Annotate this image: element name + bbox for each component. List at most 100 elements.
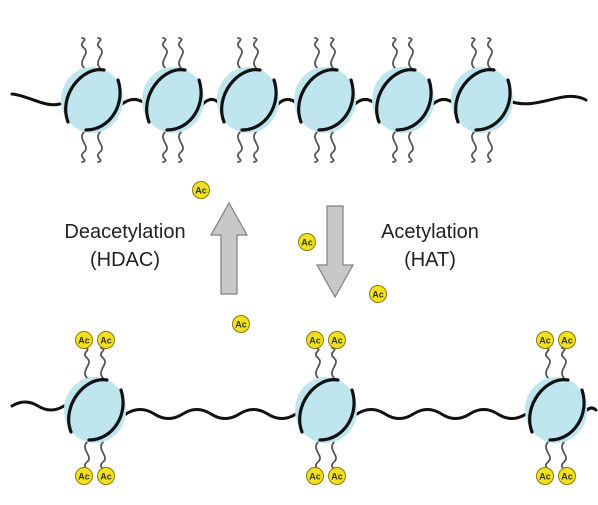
dna-wrap bbox=[165, 78, 203, 132]
acetyl-label: Ac bbox=[100, 471, 112, 481]
dna-wrap bbox=[375, 68, 417, 124]
histone-tail bbox=[313, 131, 320, 163]
deacetylation-enzyme: (HDAC) bbox=[90, 249, 160, 271]
histone-tail bbox=[391, 37, 398, 69]
histone-core bbox=[64, 377, 126, 443]
deacetylation-title: Deacetylation bbox=[64, 221, 186, 243]
histone-core bbox=[61, 67, 123, 133]
acetyl-label: Ac bbox=[561, 471, 573, 481]
histone-tail bbox=[407, 131, 414, 163]
acetyl-group: Ac bbox=[369, 285, 387, 303]
acetyl-label: Ac bbox=[331, 335, 343, 345]
histone-core bbox=[142, 67, 204, 133]
histone-tail bbox=[252, 131, 259, 163]
acetyl-group: Ac bbox=[328, 467, 346, 485]
dna-wrap bbox=[474, 78, 512, 132]
acetyl-circle bbox=[328, 331, 346, 349]
linker-dna bbox=[10, 400, 598, 420]
deacetylation-arrow bbox=[209, 201, 249, 295]
histone-tail bbox=[252, 37, 259, 69]
histone-core bbox=[372, 67, 434, 133]
nucleosome bbox=[64, 377, 126, 443]
acetyl-circle bbox=[369, 285, 387, 303]
acetyl-label: Ac bbox=[195, 185, 207, 195]
acetyl-group: Ac bbox=[306, 467, 324, 485]
histone-core bbox=[217, 67, 279, 133]
acetyl-circle bbox=[558, 331, 576, 349]
histone-core bbox=[525, 377, 587, 443]
dna-wrap bbox=[528, 378, 570, 434]
histone-tail bbox=[236, 37, 243, 69]
acetyl-group: Ac bbox=[192, 181, 210, 199]
histone-tail bbox=[329, 131, 336, 163]
acetyl-circle bbox=[97, 467, 115, 485]
dna-wrap bbox=[548, 388, 586, 442]
acetyl-circle bbox=[192, 181, 210, 199]
dna-wrap bbox=[87, 388, 125, 442]
histone-tail bbox=[80, 37, 87, 69]
histone-tail bbox=[313, 37, 320, 69]
acetyl-group: Ac bbox=[328, 331, 346, 349]
histone-tail bbox=[236, 131, 243, 163]
acetyl-group: Ac bbox=[536, 331, 554, 349]
histone-tail bbox=[486, 131, 493, 163]
nucleosome bbox=[61, 67, 123, 133]
acetyl-label: Ac bbox=[301, 237, 313, 247]
acetyl-circle bbox=[298, 233, 316, 251]
acetyl-label: Ac bbox=[235, 319, 247, 329]
dna-wrap bbox=[454, 68, 496, 124]
dna-wrap bbox=[240, 78, 278, 132]
linker-dna bbox=[10, 92, 588, 107]
dna-wrap bbox=[318, 388, 356, 442]
acetyl-group: Ac bbox=[75, 467, 93, 485]
acetyl-label: Ac bbox=[539, 335, 551, 345]
histone-tail bbox=[544, 347, 551, 379]
nucleosome bbox=[451, 67, 513, 133]
histone-tail bbox=[83, 347, 90, 379]
histone-tail bbox=[330, 347, 337, 379]
acetyl-group: Ac bbox=[75, 331, 93, 349]
dna-wrap bbox=[297, 68, 339, 124]
acetyl-label: Ac bbox=[561, 335, 573, 345]
histone-tail bbox=[391, 131, 398, 163]
nucleosome bbox=[142, 67, 204, 133]
histone-tail bbox=[96, 37, 103, 69]
acetyl-label: Ac bbox=[78, 335, 90, 345]
histone-core bbox=[294, 67, 356, 133]
histone-tail bbox=[314, 347, 321, 379]
nucleosome bbox=[294, 67, 356, 133]
histone-tail bbox=[177, 37, 184, 69]
acetyl-circle bbox=[536, 467, 554, 485]
acetyl-label: Ac bbox=[539, 471, 551, 481]
histone-tail bbox=[560, 347, 567, 379]
acetyl-circle bbox=[536, 331, 554, 349]
deacetylation-label: Deacetylation (HDAC) bbox=[50, 218, 200, 274]
acetyl-circle bbox=[558, 467, 576, 485]
acetyl-circle bbox=[328, 467, 346, 485]
histone-tail bbox=[161, 37, 168, 69]
acetyl-circle bbox=[75, 331, 93, 349]
dna-wrap bbox=[67, 378, 109, 434]
acetyl-group: Ac bbox=[97, 331, 115, 349]
dna-wrap bbox=[395, 78, 433, 132]
acetyl-label: Ac bbox=[372, 289, 384, 299]
acetyl-group: Ac bbox=[558, 331, 576, 349]
acetyl-label: Ac bbox=[309, 335, 321, 345]
acetyl-circle bbox=[306, 331, 324, 349]
histone-tail bbox=[80, 131, 87, 163]
dna-wrap bbox=[220, 68, 262, 124]
acetyl-label: Ac bbox=[100, 335, 112, 345]
nucleosome bbox=[525, 377, 587, 443]
dna-wrap bbox=[298, 378, 340, 434]
acetyl-group: Ac bbox=[558, 467, 576, 485]
acetyl-label: Ac bbox=[331, 471, 343, 481]
histone-tail bbox=[470, 37, 477, 69]
acetyl-circle bbox=[232, 315, 250, 333]
histone-tail bbox=[329, 37, 336, 69]
acetyl-label: Ac bbox=[78, 471, 90, 481]
dna-wrap bbox=[64, 68, 106, 124]
